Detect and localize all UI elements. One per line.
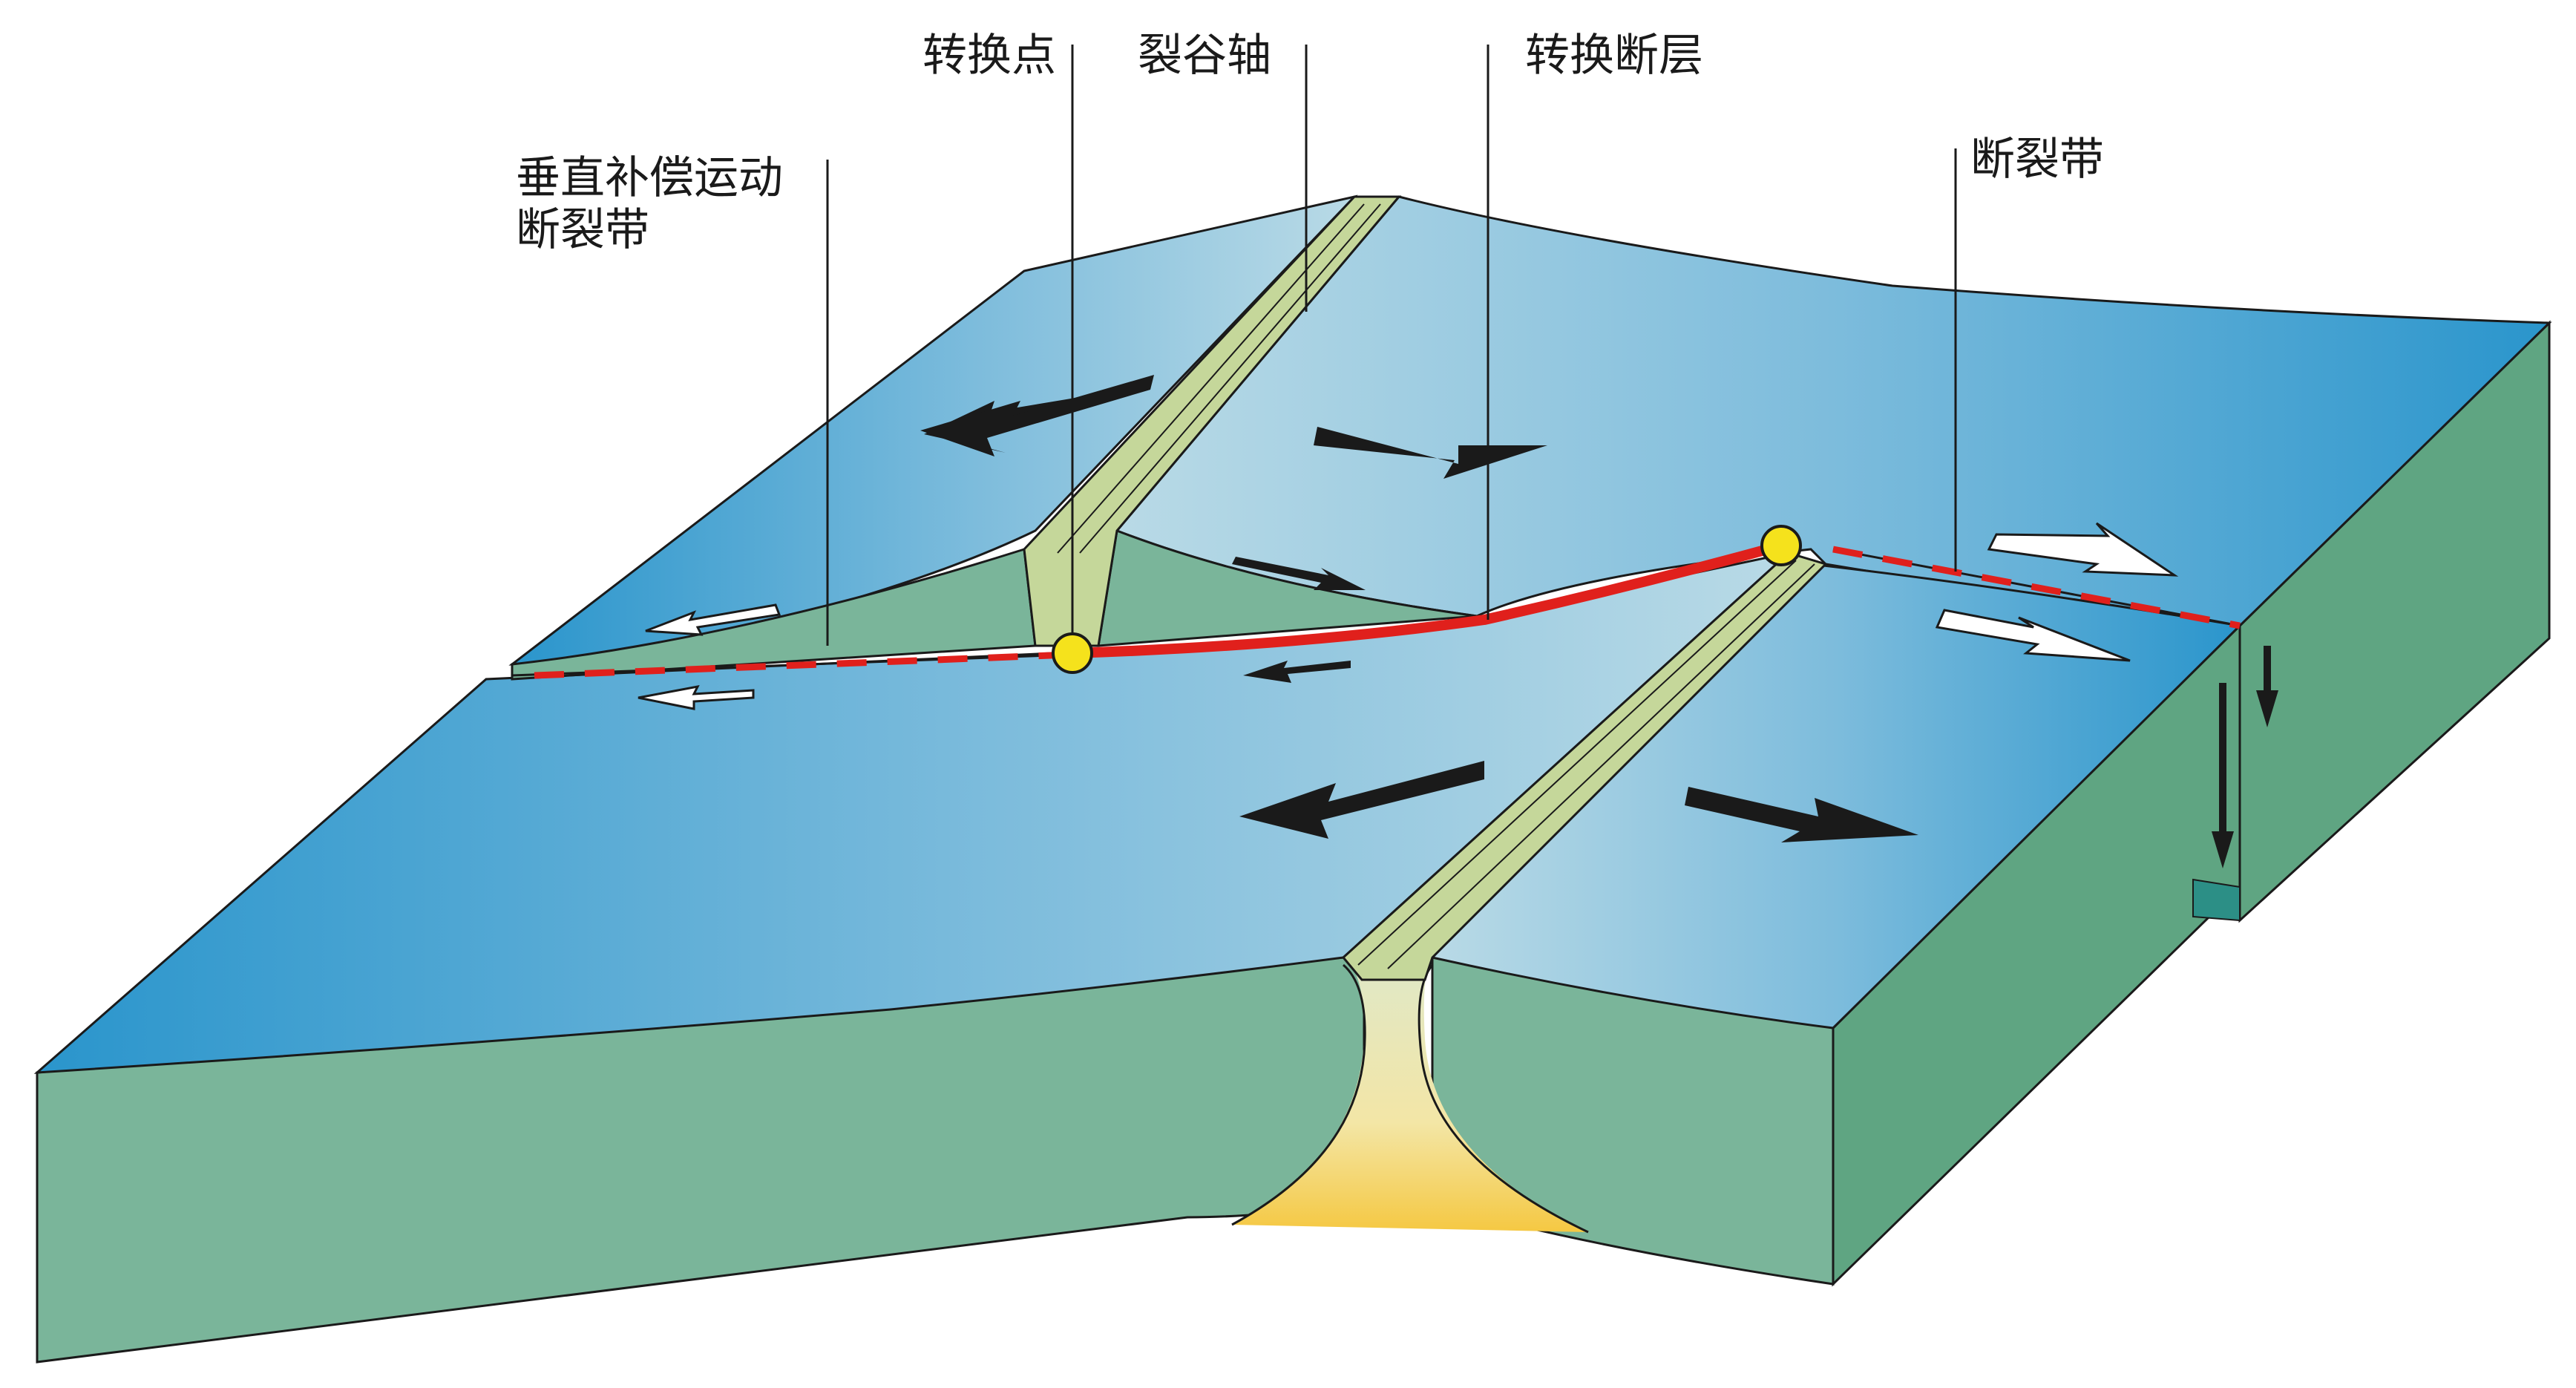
lower-rift-valley — [1341, 551, 1828, 981]
black-arrow-icon — [1243, 661, 1351, 683]
transform-fault-line — [1067, 540, 1786, 658]
label-vertical-zone-line1: 垂直补偿运动 — [516, 152, 783, 204]
transform-point-left — [1052, 632, 1093, 674]
side-step — [2192, 878, 2241, 922]
transform-point-right — [1760, 525, 1802, 566]
label-rift-axis: 裂谷轴 — [1138, 30, 1271, 82]
black-arrow-icon — [1314, 427, 1547, 479]
white-arrow-icon — [1987, 522, 2179, 577]
white-arrow-icon — [645, 603, 781, 636]
transform-wall-right — [1097, 528, 1478, 647]
black-arrow-icon — [1239, 761, 1484, 839]
label-transform-fault: 转换断层 — [1525, 30, 1703, 82]
black-arrow-icon — [1685, 787, 1918, 842]
black-arrow-icon — [2256, 646, 2278, 727]
white-arrow-icon — [638, 684, 755, 710]
label-transform-point: 转换点 — [922, 30, 1056, 82]
ridge-magma-chamber — [1232, 957, 1588, 1232]
left-fracture-zone-dash — [534, 651, 1069, 679]
label-vertical-zone-line2: 断裂带 — [516, 204, 649, 256]
black-arrow-icon — [1232, 557, 1366, 590]
upper-rift-valley — [1023, 195, 1402, 647]
black-arrow-icon — [2212, 683, 2234, 868]
black-arrow-icon — [920, 375, 1154, 456]
right-fracture-zone-dash — [1832, 546, 2241, 629]
label-fracture-zone: 断裂带 — [1970, 134, 2104, 186]
white-arrow-icon — [1935, 609, 2131, 662]
transform-wall — [511, 548, 1037, 681]
